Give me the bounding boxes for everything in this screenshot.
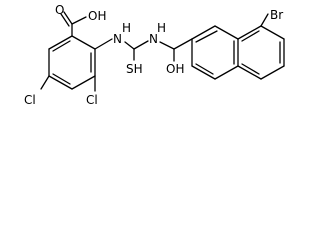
thiourea-linker — [94, 38, 175, 61]
amide-oh-label: OH — [166, 62, 184, 76]
nh-1-label: N — [113, 32, 122, 46]
carboxyl-oh-label: OH — [88, 9, 106, 23]
carboxyl-group — [60, 11, 87, 37]
chemical-structure: O OH Cl Cl N H N H SH OH — [24, 3, 285, 107]
amide-group — [173, 38, 193, 62]
bromine-label: Br — [270, 8, 283, 22]
benzoic-ring — [48, 35, 96, 90]
nh-2-h-label: H — [157, 21, 166, 35]
naphthalene-ring — [191, 25, 285, 80]
nh-2-label: N — [149, 32, 158, 46]
nh-1-h-label: H — [122, 21, 131, 35]
carboxyl-o-label: O — [55, 3, 64, 17]
chlorine-left-label: Cl — [24, 93, 36, 107]
thiol-sh-label: SH — [126, 62, 143, 76]
molecule-drawing: O OH Cl Cl N H N H SH OH — [24, 3, 285, 107]
chlorine-right-label: Cl — [86, 93, 98, 107]
